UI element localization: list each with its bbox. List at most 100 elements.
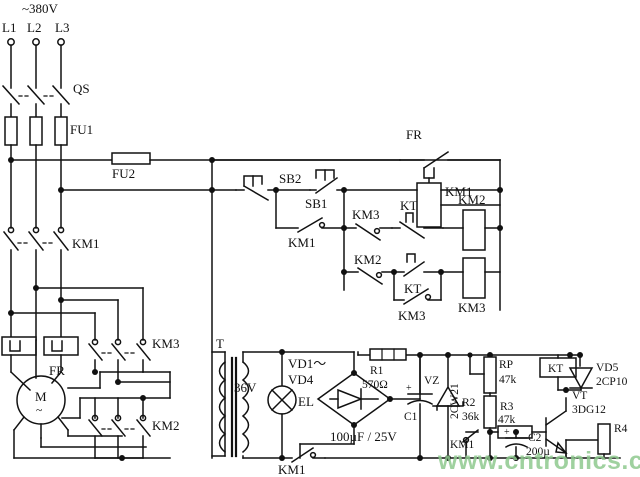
- motor-term-bl: [12, 415, 26, 432]
- resistor-r2: [483, 395, 497, 429]
- vd5-ref: VD5: [596, 362, 619, 374]
- km1-lamp-contact-label: KM1: [278, 462, 305, 477]
- supply-voltage-label: ~380V: [22, 1, 59, 16]
- junction-right-rail-2: [497, 225, 503, 231]
- fu1-label: FU1: [70, 122, 93, 137]
- contact-km3-nc: [343, 222, 393, 242]
- transformer-primary: [218, 360, 227, 454]
- junction-star-point: [119, 455, 125, 461]
- junction-branch-km2: [341, 269, 347, 275]
- junction-rp-wiper: [467, 352, 473, 358]
- vz-value: 2CW21: [449, 383, 461, 419]
- c1-ref: C1: [404, 411, 418, 423]
- kt-nc-label: KT: [400, 198, 417, 213]
- disconnect-switch-qs: [1, 84, 71, 106]
- bridge-label-1: VD1～: [288, 356, 326, 371]
- c2-plate-neg: [504, 443, 529, 449]
- c1-plate-neg: [406, 399, 434, 406]
- c2-value: 200µ: [526, 446, 550, 458]
- rp-value: 47k: [499, 374, 517, 386]
- wire-fr2-motor: [50, 370, 63, 385]
- km2-main-label: KM2: [152, 418, 179, 433]
- r1-value: 570Ω: [362, 379, 388, 391]
- coil-km2: [462, 209, 486, 251]
- motor-type-label: ~: [36, 405, 42, 417]
- contact-km3-hold: [393, 287, 442, 306]
- contactor-km1-main: [2, 226, 70, 252]
- contactor-km2-main: [87, 414, 152, 438]
- km1-sealin-label: KM1: [288, 235, 315, 250]
- phase-label-l3: L3: [55, 20, 69, 35]
- vt-ref: VT: [572, 390, 587, 402]
- qs-label: QS: [73, 81, 90, 96]
- motor-label: M: [35, 389, 47, 404]
- vz-ref: VZ: [424, 375, 439, 387]
- c1-polarity: +: [406, 383, 412, 394]
- contact-kt-nc: [391, 212, 444, 240]
- heater-coil-2: [51, 340, 63, 352]
- lamp-x-2: [270, 388, 294, 412]
- km3-nc-label: KM3: [352, 207, 379, 222]
- contact-km1-lamp: [281, 446, 326, 464]
- km3-coil-label: KM3: [458, 300, 485, 315]
- fr-contact-nc: [399, 150, 501, 184]
- c2-polarity: +: [504, 427, 510, 438]
- transistor-vt: [544, 397, 568, 459]
- junction-dc-top-kt: [567, 352, 573, 358]
- watermark: www.cntronics.com: [437, 447, 640, 475]
- contact-kt-no: [393, 253, 442, 278]
- start-button-sb1[interactable]: [309, 169, 345, 195]
- coil-km3: [462, 257, 486, 299]
- lamp-label: EL: [298, 394, 314, 409]
- resistor-r1: [369, 348, 407, 361]
- r2-value: 36k: [462, 411, 480, 423]
- vd5-value: 2CP10: [596, 376, 628, 388]
- contactor-km3-main: [87, 338, 152, 362]
- motor-term-br: [56, 415, 70, 432]
- wire-fr1-motor: [9, 370, 32, 392]
- potentiometer-rp: [483, 356, 497, 394]
- contact-km1-sealin: [275, 216, 345, 234]
- transformer-secondary: [241, 360, 250, 454]
- phase-label-l1: L1: [2, 20, 16, 35]
- secondary-voltage-label: 36V: [234, 380, 257, 395]
- overload-heater-1: [1, 336, 37, 356]
- kt-relay-label: KT: [548, 363, 563, 375]
- km2-coil-label: KM2: [458, 192, 485, 207]
- fuse-fu2: [111, 152, 151, 165]
- r3-value: 47k: [498, 414, 516, 426]
- stop-button-sb2[interactable]: [235, 175, 277, 202]
- sb2-label: SB2: [279, 171, 301, 186]
- contact-km2-nc: [343, 266, 395, 286]
- fuse-fu1-l3: [54, 116, 68, 146]
- junction-l1-fu2: [8, 157, 14, 163]
- junction-c2-base: [513, 429, 519, 435]
- terminal-l2: [32, 38, 40, 46]
- coil-km1: [416, 182, 442, 228]
- bridge-label-2: VD4: [288, 372, 314, 387]
- junction-vd5-top: [577, 352, 583, 358]
- km3-hold-label: KM3: [398, 308, 425, 323]
- transformer-label: T: [216, 336, 224, 351]
- km1-coil-label: KM1: [445, 184, 472, 199]
- r2-ref: R2: [462, 397, 476, 409]
- sb1-label: SB1: [305, 196, 327, 211]
- r1-ref: R1: [370, 365, 384, 377]
- terminal-l3: [57, 38, 65, 46]
- km1-timer-label: KM1: [450, 439, 475, 451]
- fuse-fu1-l2: [29, 116, 43, 146]
- junction-km3-a: [92, 369, 98, 375]
- fu2-label: FU2: [112, 166, 135, 181]
- km2-nc-label: KM2: [354, 252, 381, 267]
- junction-km3-b: [115, 379, 121, 385]
- heater-coil-1: [9, 340, 21, 352]
- overload-heater-2: [43, 336, 79, 356]
- kt-no-label: KT: [404, 281, 421, 296]
- phase-label-l2: L2: [27, 20, 41, 35]
- r4-ref: R4: [614, 423, 628, 435]
- km3-main-label: KM3: [152, 336, 179, 351]
- fuse-fu1-l1: [4, 116, 18, 146]
- junction-km2-c-top: [140, 395, 146, 401]
